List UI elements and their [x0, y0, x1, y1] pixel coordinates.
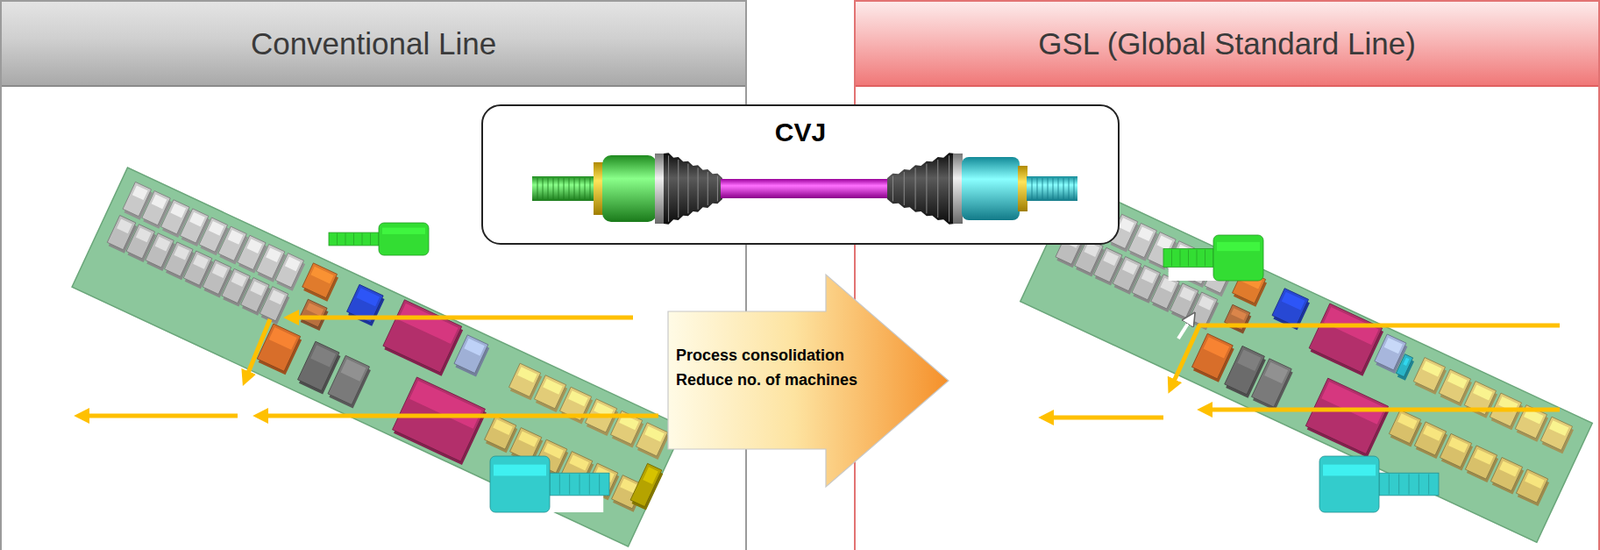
machine [1394, 354, 1416, 381]
flow-arrow [246, 319, 271, 377]
machine [298, 298, 330, 331]
machine [1514, 469, 1551, 506]
machine [327, 355, 372, 408]
panel-header: Conventional Line [1, 1, 746, 87]
machine [1539, 416, 1575, 454]
machine [274, 253, 306, 292]
machine [1250, 358, 1295, 411]
flow-arrow [1172, 325, 1560, 385]
machine [345, 284, 386, 326]
line-panel: GSL (Global Standard Line) [853, 0, 1600, 550]
machine [629, 462, 665, 510]
process-arrow: Process consolidationReduce no. of machi… [668, 273, 950, 488]
machine [300, 263, 340, 302]
flow-arrow [1178, 319, 1191, 339]
machine [391, 376, 488, 465]
line-panel: Conventional Line [0, 0, 747, 550]
machine [453, 334, 491, 377]
product-box: CVJ [481, 104, 1120, 245]
machine [1304, 377, 1391, 457]
machine [1308, 303, 1385, 377]
cvj-shaft [532, 152, 1078, 224]
arrow-label: Process consolidation [675, 342, 845, 368]
panel-heading: Conventional Line [250, 25, 497, 63]
machine [382, 299, 465, 377]
machine [634, 422, 670, 460]
flow-arrow [262, 413, 659, 419]
flow-arrow [1047, 415, 1164, 420]
machine [1223, 304, 1252, 334]
flow-arrow [292, 315, 633, 320]
part-icon [1163, 234, 1264, 281]
flow-arrow [1206, 407, 1560, 413]
part-icon [490, 455, 610, 512]
flow-arrow [83, 413, 238, 419]
machine [258, 286, 291, 325]
part-icon [328, 222, 429, 256]
panel-heading: GSL (Global Standard Line) [1038, 25, 1416, 63]
product-title: CVJ [775, 116, 826, 149]
part-icon [1319, 455, 1439, 512]
arrow-label: Reduce no. of machines [675, 367, 858, 392]
panel-header: GSL (Global Standard Line) [855, 1, 1599, 87]
